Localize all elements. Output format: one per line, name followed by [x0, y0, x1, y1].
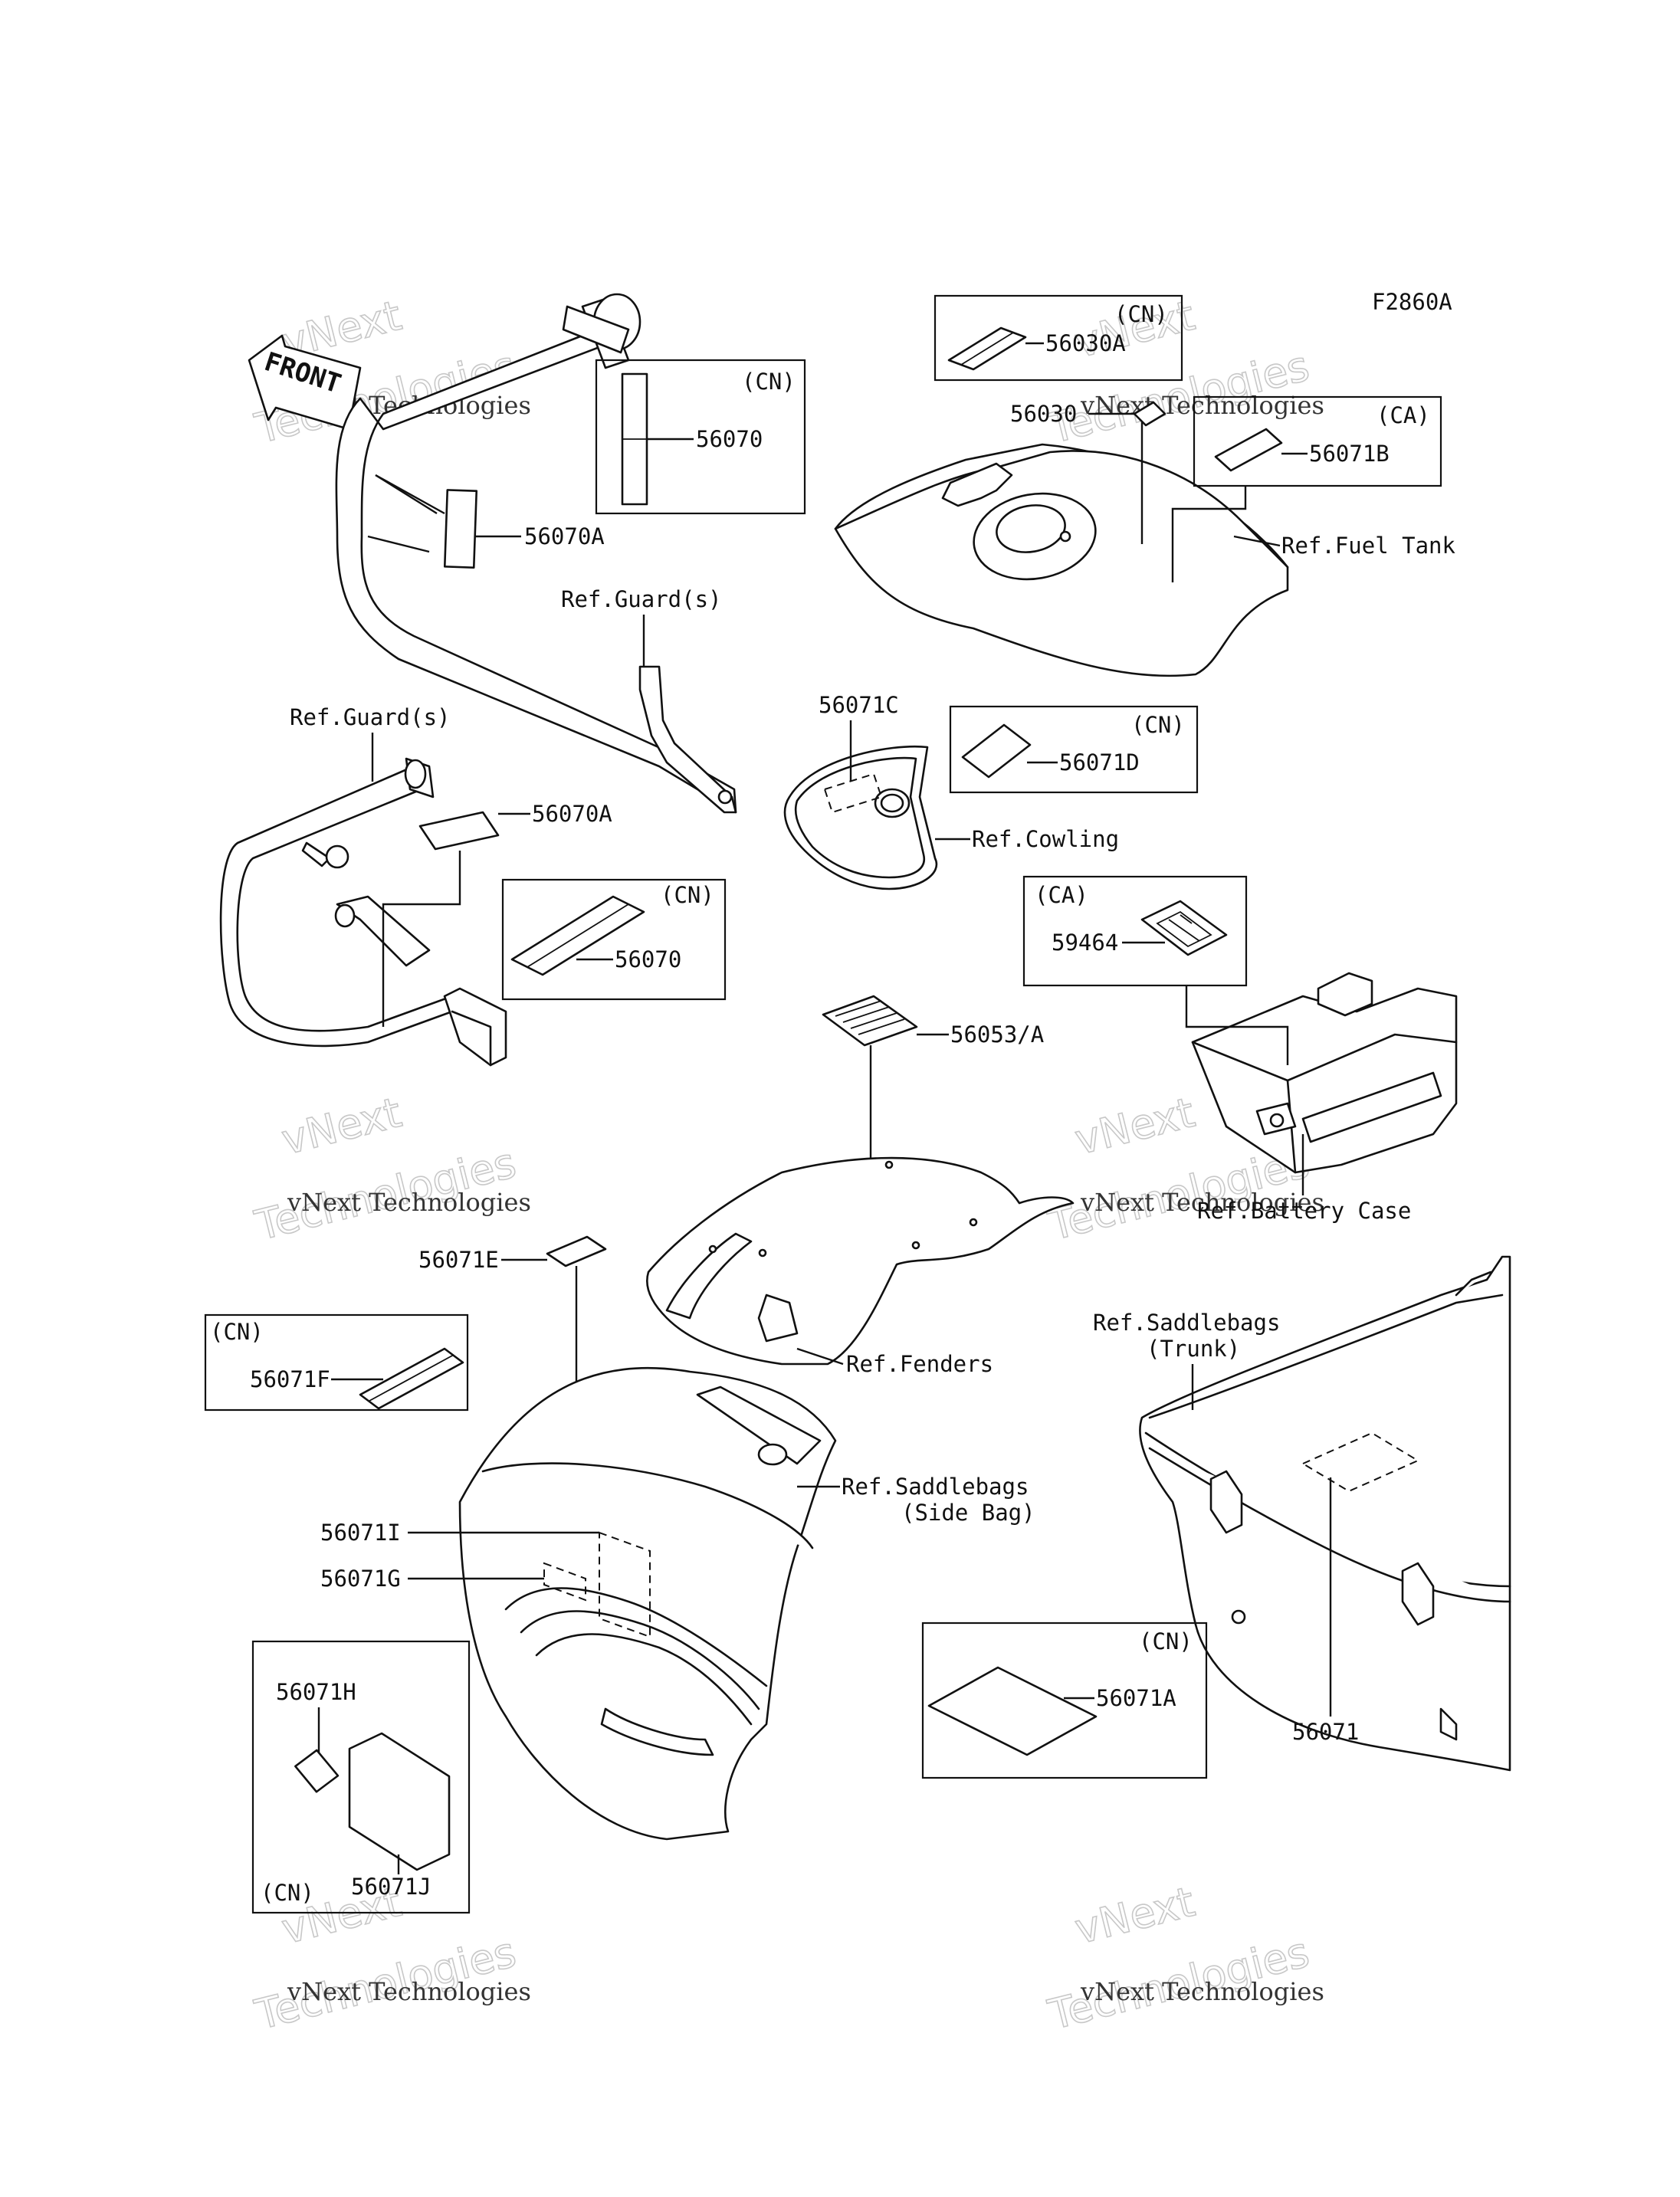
- side-bag-drawing: [458, 1366, 837, 1841]
- decal-56071: [1301, 1431, 1420, 1493]
- svg-text:vNext Technologies: vNext Technologies: [1080, 1977, 1324, 2006]
- ref-fuel-tank: Ref.Fuel Tank: [1281, 533, 1456, 559]
- decal-56070a-mid: [418, 811, 500, 851]
- cn-box-56070-top: [595, 359, 806, 515]
- ref-cowling: Ref.Cowling: [972, 826, 1119, 852]
- battery-case-drawing: [1191, 972, 1458, 1174]
- decal-56071j: [348, 1732, 451, 1871]
- tag-cn-56071h: (CN): [261, 1880, 314, 1906]
- decal-56071a: [927, 1666, 1098, 1756]
- cn-box-56071f: [204, 1313, 469, 1412]
- ref-saddlebags-side: Ref.Saddlebags: [842, 1474, 1029, 1500]
- decal-56071d: [961, 723, 1032, 779]
- ref-saddlebags-trunk: Ref.Saddlebags: [1093, 1310, 1280, 1336]
- decal-56071b: [1214, 428, 1283, 472]
- cn-box-56030a: [934, 294, 1183, 382]
- svg-text:vNext Technologies: vNext Technologies: [1080, 391, 1324, 420]
- trunk-drawing: [1139, 1255, 1511, 1772]
- svg-text:vNext: vNext: [277, 1088, 405, 1164]
- label-56070-mid: 56070: [615, 946, 681, 972]
- front-guard-drawing: [335, 293, 737, 814]
- cn-box-56071a: [921, 1622, 1208, 1779]
- svg-text:vNext Technologies: vNext Technologies: [1080, 1188, 1324, 1217]
- tag-cn-56070-top: (CN): [742, 369, 796, 395]
- tag-cn-56071a: (CN): [1139, 1628, 1193, 1654]
- cn-box-56071d: [949, 705, 1199, 794]
- cowling-drawing: [783, 746, 938, 890]
- svg-text:vNext Technologies: vNext Technologies: [287, 1188, 531, 1217]
- decal-56070a-top: [443, 489, 478, 569]
- decal-56071c: [823, 772, 883, 814]
- label-56071a: 56071A: [1096, 1685, 1176, 1711]
- label-56071c: 56071C: [819, 692, 899, 718]
- label-56071h: 56071H: [276, 1679, 356, 1705]
- cn-box-56070-mid: [501, 878, 727, 1001]
- ref-guards-top: Ref.Guard(s): [561, 586, 722, 612]
- ref-battery-case: Ref.Battery Case: [1197, 1198, 1411, 1224]
- ref-trunk: (Trunk): [1147, 1336, 1240, 1362]
- tag-cn-56071d: (CN): [1131, 712, 1185, 738]
- tag-ca-56071b: (CA): [1376, 402, 1430, 428]
- svg-text:vNext Technologies: vNext Technologies: [287, 1977, 531, 2006]
- svg-text:vNext: vNext: [1070, 1088, 1199, 1164]
- decal-59464: [1140, 900, 1228, 956]
- rear-guard-drawing: [219, 757, 507, 1067]
- ref-side-bag: (Side Bag): [901, 1500, 1035, 1526]
- label-56030a: 56030A: [1045, 330, 1126, 356]
- label-56071g: 56071G: [320, 1566, 401, 1592]
- decal-56053a: [822, 995, 918, 1047]
- label-59464: 59464: [1052, 930, 1118, 956]
- ref-guards-left: Ref.Guard(s): [290, 704, 451, 730]
- decal-56071i: [599, 1531, 651, 1638]
- figure-code: F2860A: [1372, 289, 1452, 315]
- label-56053a: 56053/A: [950, 1021, 1044, 1048]
- label-56071i: 56071I: [320, 1520, 401, 1546]
- decal-56071e: [546, 1235, 607, 1267]
- label-56030: 56030: [1010, 401, 1077, 427]
- tag-ca-59464: (CA): [1035, 882, 1088, 908]
- label-56070a-top: 56070A: [524, 523, 605, 549]
- label-56071j: 56071J: [351, 1874, 431, 1900]
- ref-fenders: Ref.Fenders: [846, 1351, 993, 1377]
- tag-cn-56030a: (CN): [1114, 301, 1168, 327]
- label-56071f: 56071F: [250, 1366, 330, 1392]
- decal-56071h: [294, 1749, 340, 1793]
- watermark-bottom-right: vNext Technologies vNext Technologies: [1043, 1877, 1324, 2040]
- svg-text:vNext: vNext: [1070, 1877, 1199, 1953]
- label-56071d: 56071D: [1059, 749, 1140, 776]
- fuel-tank-drawing: [834, 443, 1289, 677]
- ca-box-56071b: [1193, 395, 1442, 487]
- decal-56030: [1133, 401, 1166, 427]
- ca-box-59464: [1022, 875, 1248, 987]
- tag-cn-56070-mid: (CN): [661, 882, 714, 908]
- fenders-drawing: [646, 1156, 1075, 1366]
- label-56071: 56071: [1292, 1719, 1359, 1745]
- cn-box-56071h-j: [251, 1640, 471, 1914]
- tag-cn-56071f: (CN): [210, 1319, 264, 1345]
- label-56070a-mid: 56070A: [532, 801, 612, 827]
- decal-56071g: [543, 1562, 586, 1602]
- label-56070-top: 56070: [696, 426, 763, 452]
- label-56071e: 56071E: [418, 1247, 499, 1273]
- label-56071b: 56071B: [1309, 441, 1390, 467]
